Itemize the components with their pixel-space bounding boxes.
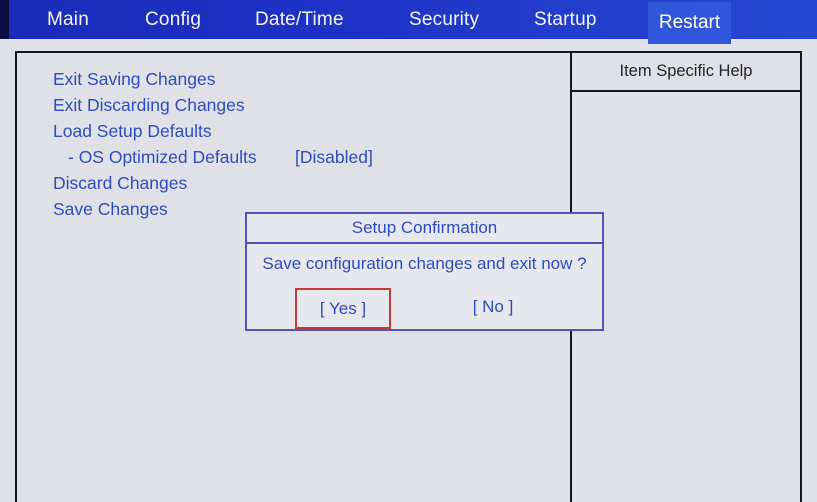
menu-item-load-setup-defaults[interactable]: Load Setup Defaults [53,121,212,141]
screen-edge-strip [0,0,9,39]
tab-config[interactable]: Config [145,8,202,30]
menu-item-os-optimized-defaults[interactable]: - OS Optimized Defaults [Disabled] [53,144,570,170]
help-pane-body [572,92,800,502]
menu-item-discard-changes[interactable]: Discard Changes [53,173,188,193]
tab-date-time[interactable]: Date/Time [255,8,344,30]
tab-restart-active[interactable]: Restart [648,2,731,44]
content-frame: Exit Saving Changes Exit Discarding Chan… [15,51,802,502]
os-optimized-defaults-value[interactable]: [Disabled] [295,147,373,167]
menu-item-exit-discarding-changes[interactable]: Exit Discarding Changes [53,95,245,115]
dialog-message: Save configuration changes and exit now … [262,254,587,273]
menu-item-save-changes[interactable]: Save Changes [53,199,168,219]
tab-main[interactable]: Main [47,8,89,30]
restart-menu-list: Exit Saving Changes Exit Discarding Chan… [17,53,570,222]
setup-confirmation-dialog: Setup Confirmation Save configuration ch… [245,212,604,331]
tab-startup[interactable]: Startup [534,8,597,30]
item-specific-help-pane: Item Specific Help [572,53,800,502]
dialog-title: Setup Confirmation [247,214,602,244]
help-pane-title: Item Specific Help [572,53,800,92]
no-button[interactable]: [ No ] [472,296,514,316]
bios-menu-bar: Main Config Date/Time Security Startup R… [0,0,817,44]
menu-item-exit-saving-changes[interactable]: Exit Saving Changes [53,69,216,89]
os-optimized-defaults-label: - OS Optimized Defaults [68,147,257,167]
yes-button[interactable]: [ Yes ] [295,288,391,329]
tab-security[interactable]: Security [409,8,480,30]
